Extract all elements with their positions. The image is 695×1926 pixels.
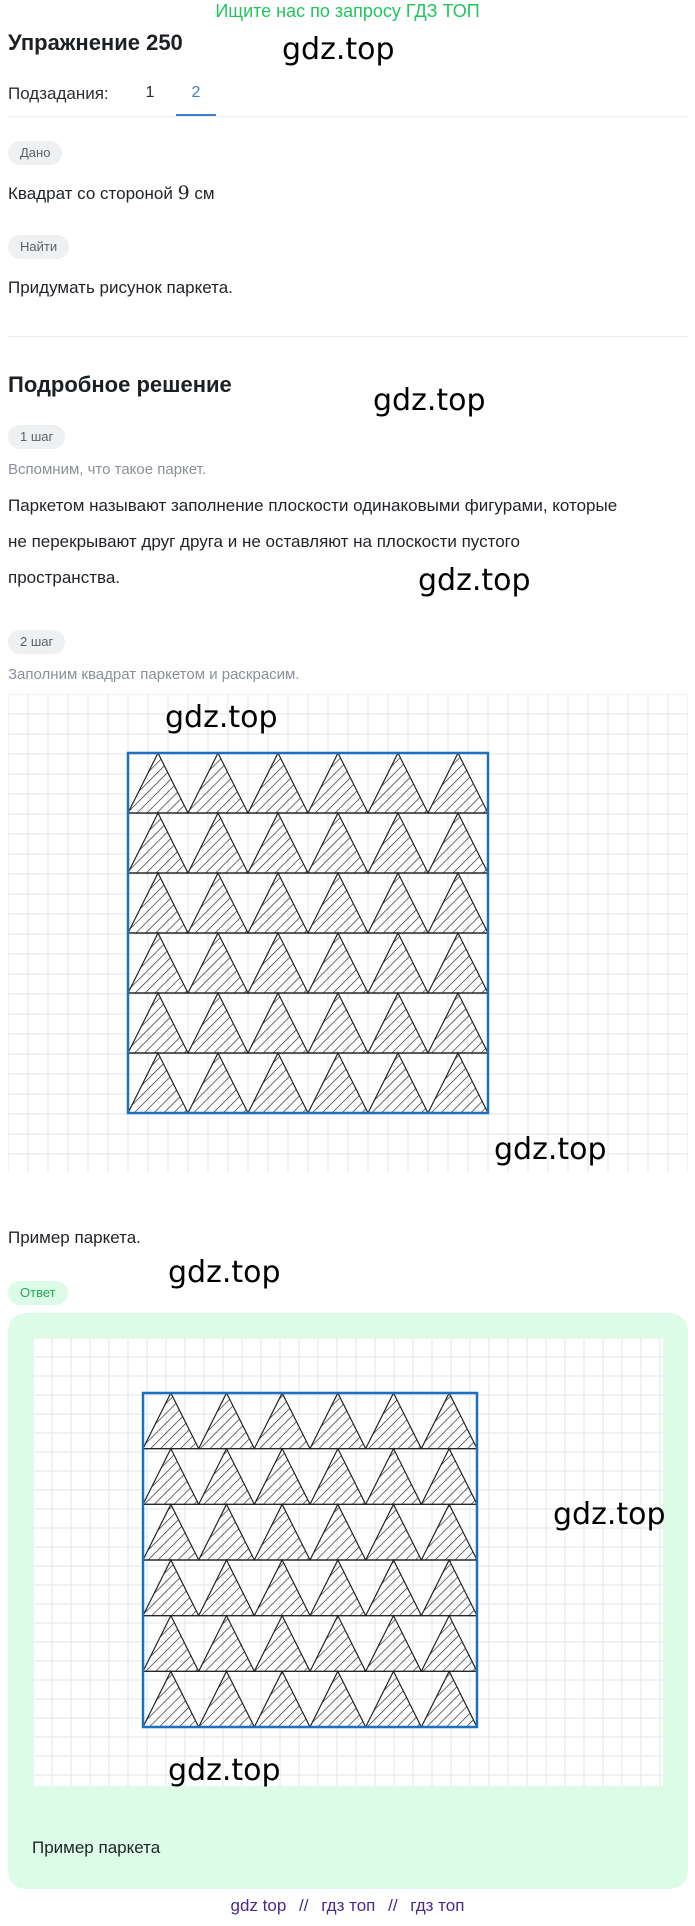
tab-subtask-1[interactable]: 1 — [145, 84, 155, 101]
find-chip: Найти — [8, 235, 70, 259]
watermark: gdz.top — [494, 1132, 607, 1167]
tabs-divider — [8, 116, 688, 117]
section-divider — [8, 336, 688, 337]
parquet-triangles — [142, 1391, 478, 1728]
watermark: gdz.top — [282, 32, 395, 67]
footer-separator: // — [388, 1896, 398, 1915]
active-tab-indicator — [176, 114, 216, 116]
parquet-triangles — [127, 751, 489, 1114]
step-2-hint: Заполним квадрат паркетом и раскрасим. — [8, 666, 300, 683]
watermark: gdz.top — [165, 700, 278, 735]
watermark: gdz.top — [168, 1255, 281, 1290]
subtasks-label: Подзадания: — [8, 84, 109, 103]
watermark: gdz.top — [373, 383, 486, 418]
square-border — [141, 1391, 479, 1729]
answer-chip: Ответ — [8, 1281, 68, 1305]
step-1-chip: 1 шаг — [8, 425, 66, 449]
footer-link-2[interactable]: гдз топ — [321, 1896, 376, 1915]
find-text: Придумать рисунок паркета. — [8, 278, 233, 297]
watermark: gdz.top — [168, 1753, 281, 1788]
given-text-label: Квадрат со стороной — [8, 184, 173, 203]
given-text: Квадрат со стороной 9 см — [8, 175, 215, 212]
watermark: gdz.top — [553, 1497, 666, 1532]
parquet-svg — [33, 1338, 663, 1786]
square-border — [126, 751, 490, 1115]
footer-link-3[interactable]: гдз топ — [410, 1896, 465, 1915]
solution-title: Подробное решение — [8, 372, 232, 397]
step-2-chip: 2 шаг — [8, 630, 66, 654]
tab-subtask-2[interactable]: 2 — [191, 84, 201, 101]
watermark: gdz.top — [418, 563, 531, 598]
given-chip: Дано — [8, 141, 63, 165]
promo-banner: Ищите нас по запросу ГДЗ ТОП — [215, 1, 480, 21]
given-value: 9 — [177, 182, 190, 204]
page-title: Упражнение 250 — [8, 30, 183, 55]
step-1-line-2: не перекрывают друг друга и не оставляют… — [8, 532, 520, 551]
step-1-line-1: Паркетом называют заполнение плоскости о… — [8, 496, 618, 515]
parquet-figure-solution — [8, 694, 688, 1172]
answer-caption: Пример паркета — [32, 1838, 161, 1857]
parquet-figure-answer — [33, 1338, 663, 1786]
given-unit: см — [194, 184, 215, 203]
step-2-caption: Пример паркета. — [8, 1228, 141, 1247]
parquet-svg — [8, 694, 688, 1172]
footer-links: gdz top // гдз топ // гдз топ — [0, 1896, 695, 1916]
step-1-line-3: пространства. — [8, 568, 121, 587]
footer-separator: // — [299, 1896, 309, 1915]
step-1-hint: Вспомним, что такое паркет. — [8, 461, 207, 478]
footer-link-1[interactable]: gdz top — [230, 1896, 287, 1915]
